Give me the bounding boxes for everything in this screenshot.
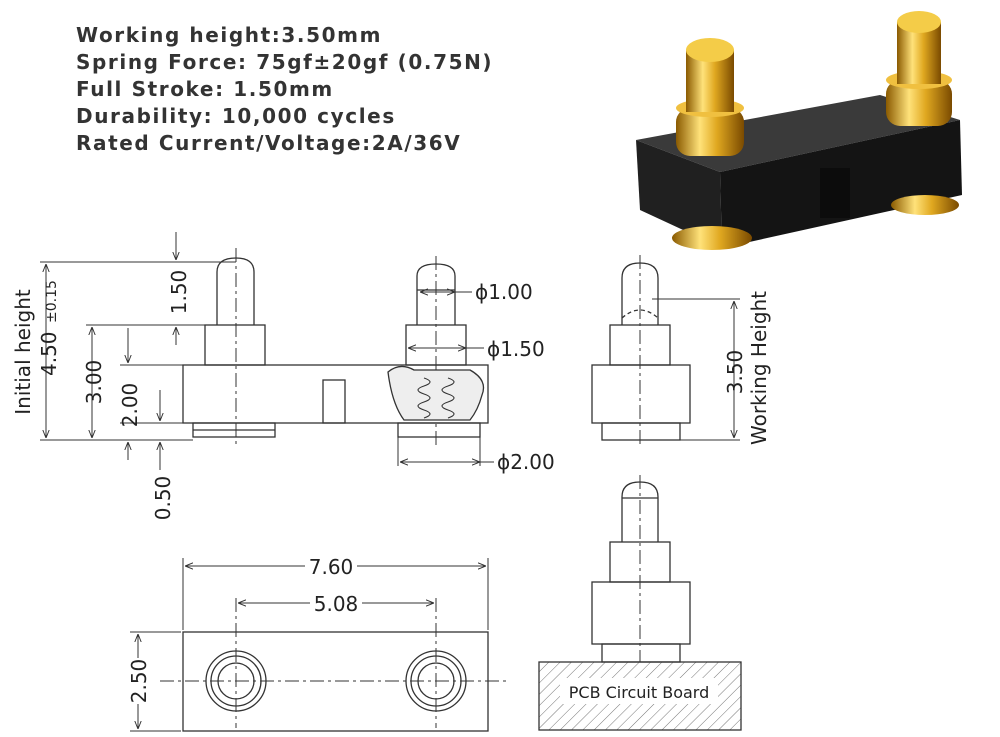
- pcb-board: [538, 661, 742, 731]
- side-view-on-pcb: [591, 475, 691, 663]
- spec-durability: Durability: 10,000 cycles: [76, 104, 396, 128]
- working-height-label: Working Height: [747, 291, 771, 445]
- pin-diameter-label: ϕ1.00: [475, 280, 533, 304]
- width-label: 2.50: [127, 659, 151, 704]
- front-view-dimensions: [40, 232, 494, 470]
- side-view-compressed: [591, 255, 691, 447]
- pitch-label: 5.08: [314, 592, 359, 616]
- initial-height-value: 4.50: [37, 331, 61, 376]
- front-view: [182, 248, 489, 445]
- bottom-view-dimensions: [130, 558, 489, 732]
- front-view-labels: 1.50 ϕ1.00 ϕ1.50 ϕ2.00 Initial height 4.…: [11, 270, 555, 521]
- body-height-label: 2.00: [118, 383, 142, 428]
- initial-height-tolerance: ±0.15: [44, 280, 60, 323]
- body-top-label: 3.00: [82, 360, 106, 405]
- initial-height-text: Initial height: [11, 289, 35, 415]
- total-length-label: 7.60: [309, 555, 354, 579]
- bottom-view: [160, 598, 510, 732]
- tail-length-label: 0.50: [151, 476, 175, 521]
- tail-diameter-label: ϕ2.00: [497, 450, 555, 474]
- pcb-label: PCB Circuit Board: [569, 683, 710, 702]
- sleeve-diameter-label: ϕ1.50: [487, 337, 545, 361]
- spec-rated-current: Rated Current/Voltage:2A/36V: [76, 131, 462, 155]
- spec-full-stroke: Full Stroke: 1.50mm: [76, 77, 334, 101]
- working-height-value: 3.50: [723, 350, 747, 395]
- spec-spring-force: Spring Force: 75gf±20gf (0.75N): [76, 50, 494, 74]
- spec-list: Working height:3.50mm Spring Force: 75gf…: [76, 22, 493, 157]
- spec-working-height: Working height:3.50mm: [76, 23, 383, 47]
- tip-height-label: 1.50: [167, 270, 191, 315]
- working-height-dimension: [652, 298, 740, 441]
- connector-render: [636, 11, 962, 250]
